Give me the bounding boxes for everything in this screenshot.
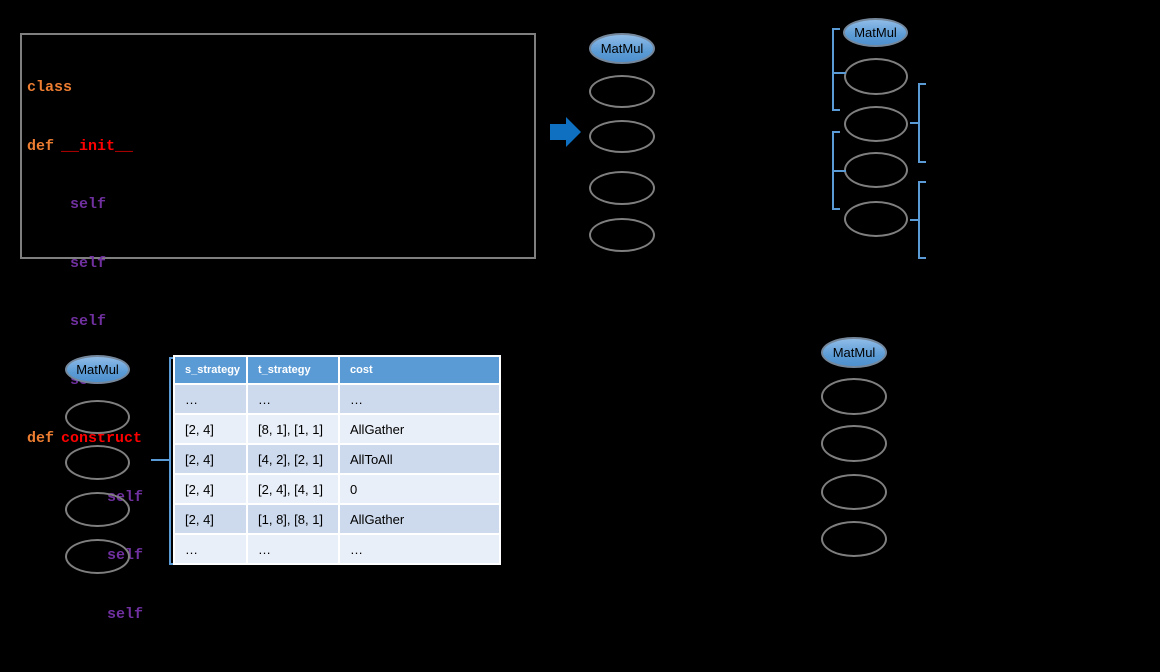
table-cell: AllToAll (338, 443, 501, 475)
table-cell: [2, 4] (173, 503, 248, 535)
code-line: self (70, 254, 534, 274)
strategy-ellipse (589, 120, 655, 153)
strategy-ellipse (844, 106, 908, 142)
table-cell: [2, 4] (173, 443, 248, 475)
matmul-node: MatMul (821, 337, 887, 368)
bracket-tick (834, 170, 846, 172)
strategy-ellipse (65, 492, 130, 527)
code-block: class def __init__ self self self self de… (20, 33, 536, 623)
table-cell: … (173, 533, 248, 565)
code-keyword: def (27, 137, 55, 155)
code-keyword: def (27, 430, 55, 447)
table-cell: AllGather (338, 413, 501, 445)
strategy-ellipse (821, 521, 887, 557)
matmul-label: MatMul (600, 41, 644, 56)
table-cell: … (338, 383, 501, 415)
bracket-arm (920, 161, 926, 163)
table-row: … … … (173, 383, 501, 415)
matmul-label: MatMul (832, 345, 876, 360)
table-cell: [8, 1], [1, 1] (246, 413, 340, 445)
table-cell: … (246, 383, 340, 415)
table-cell: … (338, 533, 501, 565)
matmul-label: MatMul (854, 25, 897, 40)
matmul-node: MatMul (65, 355, 130, 384)
bracket-arm (834, 109, 840, 111)
code-line: self (70, 195, 534, 215)
bracket-arm (920, 181, 926, 183)
code-self: self (70, 254, 107, 272)
strategy-ellipse (65, 539, 130, 574)
strategy-ellipse (844, 58, 908, 95)
table-row: [2, 4] [1, 8], [8, 1] AllGather (173, 503, 501, 535)
bracket-arm (171, 563, 179, 565)
strategy-cost-table: s_strategy t_strategy cost … … … [2, 4] … (173, 355, 501, 565)
grouping-bracket (832, 131, 846, 210)
bracket-tick (910, 219, 918, 221)
table-row: [2, 4] [8, 1], [1, 1] AllGather (173, 413, 501, 445)
code-self: self (70, 196, 107, 213)
flow-arrow-body (550, 124, 567, 140)
grouping-bracket (910, 83, 926, 163)
code-line: def __init__ (27, 137, 534, 157)
code-line: self (107, 605, 534, 625)
table-row: [2, 4] [4, 2], [2, 1] AllToAll (173, 443, 501, 475)
bracket-arm (834, 28, 840, 30)
code-self: self (70, 313, 107, 330)
table-header-cell: cost (338, 355, 501, 385)
strategy-ellipse (589, 75, 655, 108)
table-cell: [2, 4], [4, 1] (246, 473, 340, 505)
table-cell: [2, 4] (173, 413, 248, 445)
code-keyword: class (27, 79, 73, 96)
code-self: self (107, 605, 144, 623)
bracket-arm (920, 257, 926, 259)
table-header-row: s_strategy t_strategy cost (173, 355, 501, 385)
matmul-node: MatMul (589, 33, 655, 64)
matmul-label: MatMul (76, 362, 119, 377)
grouping-bracket (832, 28, 846, 111)
table-cell: … (173, 383, 248, 415)
table-cell: [2, 4] (173, 473, 248, 505)
strategy-ellipse (589, 171, 655, 205)
strategy-ellipse (821, 425, 887, 462)
bracket-arm (834, 208, 840, 210)
code-line: class (27, 78, 534, 98)
code-def-name: __init__ (61, 137, 134, 155)
table-cell: 0 (338, 473, 501, 505)
code-line: def construct (27, 429, 534, 449)
table-cell: [4, 2], [2, 1] (246, 443, 340, 475)
table-bracket (151, 357, 179, 565)
table-cell: [1, 8], [8, 1] (246, 503, 340, 535)
bracket-arm (834, 131, 840, 133)
strategy-ellipse (821, 378, 887, 415)
strategy-ellipse (844, 201, 908, 237)
table-header-cell: t_strategy (246, 355, 340, 385)
strategy-ellipse (65, 445, 130, 480)
grouping-bracket (910, 181, 926, 259)
code-def-name: construct (61, 430, 143, 447)
table-row: [2, 4] [2, 4], [4, 1] 0 (173, 473, 501, 505)
matmul-node: MatMul (843, 18, 908, 47)
table-row: … … … (173, 533, 501, 565)
table-cell: AllGather (338, 503, 501, 535)
bracket-tick (910, 122, 918, 124)
table-cell: … (246, 533, 340, 565)
strategy-ellipse (65, 400, 130, 434)
strategy-ellipse (844, 152, 908, 188)
code-line: self (70, 312, 534, 332)
bracket-arm (920, 83, 926, 85)
flow-arrow-head (566, 117, 581, 147)
strategy-ellipse (821, 474, 887, 510)
bracket-tick (151, 459, 169, 461)
strategy-ellipse (589, 218, 655, 252)
table-header-cell: s_strategy (173, 355, 248, 385)
bracket-tick (834, 72, 846, 74)
